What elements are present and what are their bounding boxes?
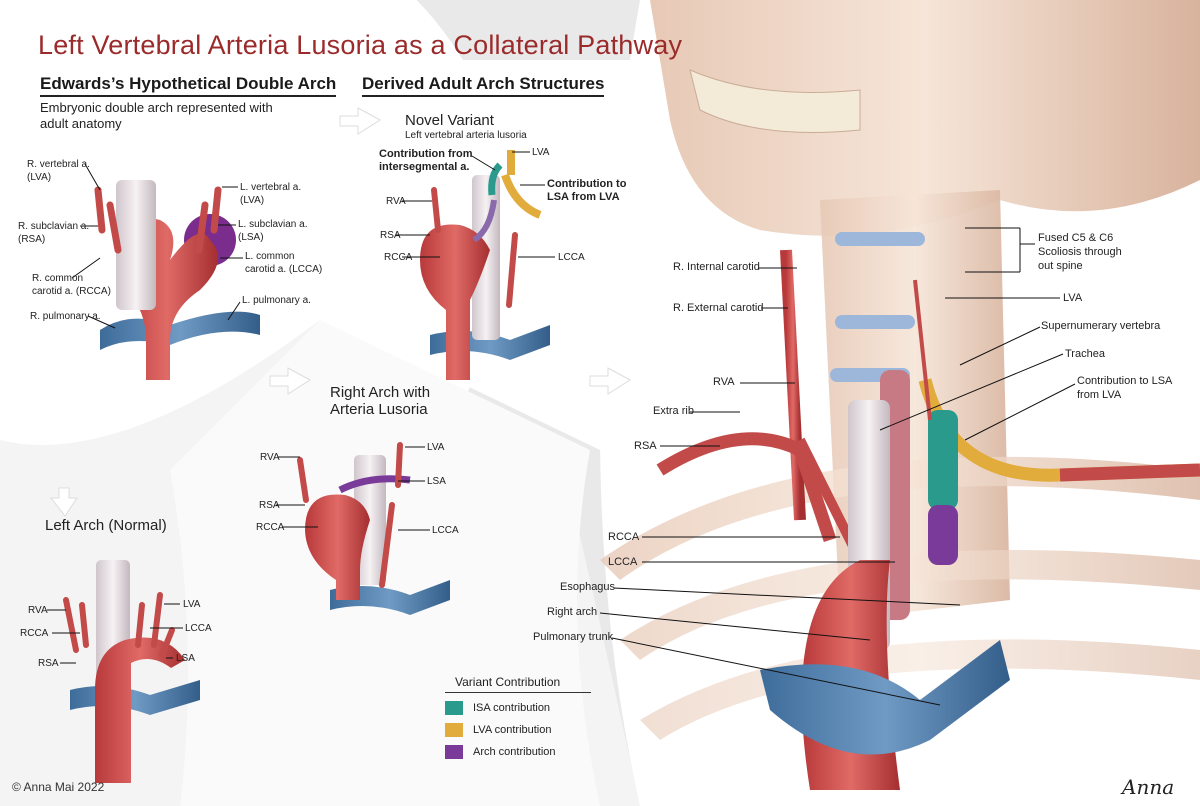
double-arch-subtitle-2: adult anatomy — [40, 116, 122, 131]
label-r-pulmonary: R. pulmonary a. — [30, 311, 101, 322]
label-pulmonary-trunk: Pulmonary trunk — [533, 631, 614, 643]
label-r-external-carotid: R. External carotid — [673, 302, 764, 314]
label-ra-lcca: LCCA — [432, 525, 459, 536]
arch-swatch — [445, 745, 463, 759]
label-r-common-carotid-abbr: carotid a. (RCCA) — [32, 286, 111, 297]
legend-item-arch: Arch contribution — [445, 745, 591, 759]
label-la-lva: LVA — [183, 599, 201, 610]
legend: Variant Contribution ISA contribution LV… — [445, 675, 591, 759]
label-contribution-lsa: Contribution to LSA — [1077, 375, 1173, 387]
right-arch-title-2: Arteria Lusoria — [330, 401, 428, 418]
novel-variant-drawing — [420, 150, 550, 380]
novel-variant-title: Novel Variant — [405, 112, 494, 129]
legend-title: Variant Contribution — [445, 675, 591, 693]
label-anat-lcca: LCCA — [608, 556, 638, 568]
label-l-pulmonary: L. pulmonary a. — [242, 295, 311, 306]
label-novel-rva: RVA — [386, 196, 406, 207]
double-arch-heading: Edwards’s Hypothetical Double Arch — [40, 74, 337, 97]
legend-item-isa: ISA contribution — [445, 701, 591, 715]
double-arch-subtitle-1: Embryonic double arch represented with — [40, 100, 273, 115]
label-scoliosis-2: out spine — [1038, 260, 1083, 272]
double-arch-drawing — [94, 180, 260, 380]
label-scoliosis: Scoliosis through — [1038, 246, 1122, 258]
label-r-common-carotid: R. common — [32, 273, 84, 284]
legend-label: ISA contribution — [473, 702, 551, 714]
label-supernumerary-vertebra: Supernumerary vertebra — [1041, 320, 1161, 332]
isa-swatch — [445, 701, 463, 715]
label-esophagus: Esophagus — [560, 581, 616, 593]
label-ra-lva: LVA — [427, 442, 445, 453]
page-title: Left Vertebral Arteria Lusoria as a Coll… — [38, 30, 683, 60]
label-r-vertebral-abbr: (LVA) — [27, 172, 52, 183]
label-la-lcca: LCCA — [185, 623, 212, 634]
neck-anatomy-drawing — [600, 0, 1200, 790]
label-ra-rsa: RSA — [259, 500, 280, 511]
label-anat-rsa: RSA — [634, 440, 657, 452]
label-novel-lva: LVA — [532, 147, 550, 158]
label-novel-rsa: RSA — [380, 230, 401, 241]
label-l-subclavian-abbr: (LSA) — [238, 232, 264, 243]
label-extra-rib: Extra rib — [653, 405, 694, 417]
label-r-vertebral: R. vertebral a. — [27, 159, 90, 170]
label-r-subclavian: R. subclavian a. — [18, 221, 90, 232]
label-right-arch: Right arch — [547, 606, 598, 618]
copyright: © Anna Mai 2022 — [12, 780, 105, 794]
novel-variant-subtitle: Left vertebral arteria lusoria — [405, 130, 527, 141]
label-l-subclavian: L. subclavian a. — [238, 219, 308, 230]
legend-item-lva: LVA contribution — [445, 723, 591, 737]
derived-heading: Derived Adult Arch Structures — [362, 74, 605, 97]
label-contribution-from: Contribution from — [379, 148, 473, 160]
lva-swatch — [445, 723, 463, 737]
label-anat-rcca: RCCA — [608, 531, 640, 543]
label-anat-rva: RVA — [713, 376, 735, 388]
label-novel-lcca: LCCA — [558, 252, 585, 263]
label-l-vertebral: L. vertebral a. — [240, 182, 302, 193]
label-fused-c5-c6: Fused C5 & C6 — [1038, 232, 1114, 244]
label-la-rva: RVA — [28, 605, 48, 616]
label-contribution-from-2: intersegmental a. — [379, 161, 470, 173]
label-l-vertebral-abbr: (LVA) — [240, 195, 265, 206]
label-r-internal-carotid: R. Internal carotid — [673, 261, 760, 273]
label-la-lsa: LSA — [176, 653, 195, 664]
label-contribution-lsa-2: from LVA — [1077, 389, 1122, 401]
label-r-subclavian-abbr: (RSA) — [18, 234, 46, 245]
label-la-rsa: RSA — [38, 658, 59, 669]
label-contribution-to-2: LSA from LVA — [547, 191, 620, 203]
legend-label: Arch contribution — [473, 746, 556, 758]
label-anat-lva: LVA — [1063, 292, 1083, 304]
label-trachea: Trachea — [1065, 348, 1105, 360]
label-ra-lsa: LSA — [427, 476, 446, 487]
label-l-common-carotid: L. common — [245, 251, 295, 262]
label-ra-rcca: RCCA — [256, 522, 285, 533]
label-novel-rcca: RCCA — [384, 252, 413, 263]
label-ra-rva: RVA — [260, 452, 280, 463]
right-arch-arteria-lusoria-drawing — [297, 442, 450, 615]
label-contribution-to: Contribution to — [547, 178, 627, 190]
right-arch-title-1: Right Arch with — [330, 384, 431, 401]
artist-signature: Anna — [1122, 775, 1175, 799]
left-arch-title: Left Arch (Normal) — [45, 517, 167, 534]
left-arch-normal-drawing — [63, 560, 200, 783]
leader-lines — [47, 151, 1076, 706]
label-l-common-carotid-abbr: carotid a. (LCCA) — [245, 264, 323, 275]
label-la-rcca: RCCA — [20, 628, 49, 639]
legend-label: LVA contribution — [473, 724, 552, 736]
